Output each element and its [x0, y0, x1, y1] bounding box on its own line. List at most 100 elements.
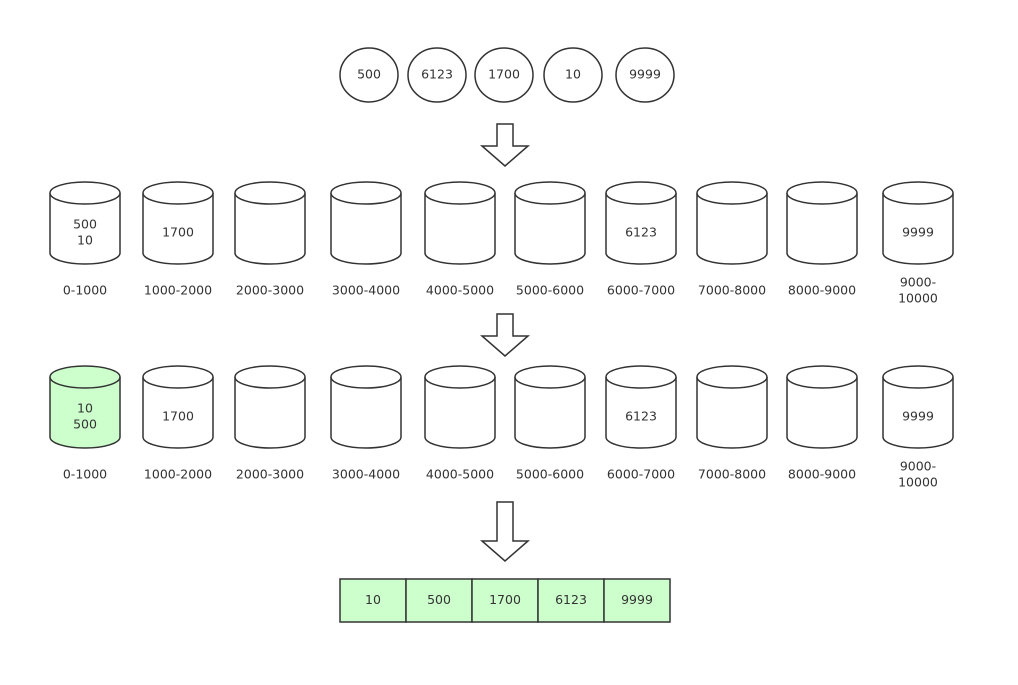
bucket-top [234, 181, 306, 205]
bucket-range-label: 1000-2000 [144, 283, 212, 298]
bucket-4: 4000-5000 [424, 181, 496, 298]
bucket-value: 10 [77, 233, 93, 248]
bucket-range-label: 6000-7000 [607, 467, 675, 482]
bucket-top [514, 181, 586, 205]
bucket-6: 6123 6000-7000 [605, 365, 677, 482]
bucket-value: 6123 [625, 225, 657, 240]
bucket-body [605, 377, 677, 449]
input-value-node: 500 [339, 47, 399, 103]
input-value-label: 500 [357, 67, 381, 82]
input-value-node: 6123 [407, 47, 467, 103]
bucket-9: 9999 9000-10000 [882, 181, 954, 306]
bucket-body [142, 377, 214, 449]
bucket-range-label: 7000-8000 [698, 467, 766, 482]
bucket-range-label: 8000-9000 [788, 283, 856, 298]
bucket-3: 3000-4000 [330, 365, 402, 482]
bucket-body [786, 377, 858, 449]
output-cell-value: 9999 [621, 592, 653, 607]
output-cell-box [537, 578, 605, 623]
bucket-body [424, 193, 496, 265]
input-value-circle [615, 47, 675, 103]
input-value-node: 1700 [474, 47, 534, 103]
bucket-range-label: 2000-3000 [236, 283, 304, 298]
bucket-top [49, 365, 121, 389]
bucket-body [514, 193, 586, 265]
bucket-top [882, 365, 954, 389]
output-cell-value: 1700 [489, 592, 521, 607]
input-value-node: 10 [543, 47, 603, 103]
bucket-top [514, 365, 586, 389]
bucket-3: 3000-4000 [330, 181, 402, 298]
output-cell: 6123 [537, 578, 605, 623]
bucket-body [696, 377, 768, 449]
bucket-body [330, 377, 402, 449]
bucket-8: 8000-9000 [786, 181, 858, 298]
input-value-label: 9999 [629, 67, 661, 82]
bucket-5: 5000-6000 [514, 365, 586, 482]
bucket-2: 2000-3000 [234, 365, 306, 482]
input-value-label: 6123 [421, 67, 453, 82]
bucket-top [605, 365, 677, 389]
bucket-range-label: 9000-10000 [898, 275, 938, 306]
bucket-value: 9999 [902, 409, 934, 424]
bucket-top [696, 181, 768, 205]
input-value-circle [339, 47, 399, 103]
bucket-value: 1700 [162, 225, 194, 240]
bucket-range-label: 4000-5000 [426, 283, 494, 298]
bucket-body [882, 377, 954, 449]
output-cell-box [603, 578, 671, 623]
input-value-circle [407, 47, 467, 103]
output-cell: 500 [405, 578, 473, 623]
input-values: 500 6123 1700 10 9999 [339, 47, 675, 103]
bucket-value: 9999 [902, 225, 934, 240]
bucket-value: 10 [77, 401, 93, 416]
down-arrow-icon [479, 313, 531, 357]
bucket-top [330, 181, 402, 205]
bucket-range-label: 1000-2000 [144, 467, 212, 482]
input-value-circle [543, 47, 603, 103]
input-value-node: 9999 [615, 47, 675, 103]
bucket-body [882, 193, 954, 265]
bucket-7: 7000-8000 [696, 365, 768, 482]
output-cell: 10 [339, 578, 407, 623]
bucket-top [49, 181, 121, 205]
bucket-value: 6123 [625, 409, 657, 424]
output-cell: 1700 [471, 578, 539, 623]
input-value-circle [474, 47, 534, 103]
bucket-body [786, 193, 858, 265]
output-cell-value: 10 [365, 592, 381, 607]
bucket-8: 8000-9000 [786, 365, 858, 482]
bucket-body [605, 193, 677, 265]
bucket-top [424, 181, 496, 205]
bucket-body [234, 377, 306, 449]
bucket-range-label: 5000-6000 [516, 283, 584, 298]
bucket-range-label: 5000-6000 [516, 467, 584, 482]
bucket-top [142, 181, 214, 205]
input-value-label: 1700 [488, 67, 520, 82]
input-value-label: 10 [565, 67, 581, 82]
bucket-range-label: 3000-4000 [332, 467, 400, 482]
bucket-body [424, 377, 496, 449]
bucket-5: 5000-6000 [514, 181, 586, 298]
bucket-range-label: 7000-8000 [698, 283, 766, 298]
bucket-top [330, 365, 402, 389]
bucket-body [49, 193, 121, 265]
output-cell: 9999 [603, 578, 671, 623]
output-array: 10 500 1700 6123 9999 [339, 578, 671, 623]
down-arrow-icon [479, 501, 531, 562]
bucket-body [696, 193, 768, 265]
bucket-7: 7000-8000 [696, 181, 768, 298]
bucket-top [424, 365, 496, 389]
bucket-range-label: 4000-5000 [426, 467, 494, 482]
down-arrow-icon [479, 123, 531, 167]
bucket-body [514, 377, 586, 449]
bucket-range-label: 2000-3000 [236, 467, 304, 482]
bucket-top [142, 365, 214, 389]
bucket-body [330, 193, 402, 265]
